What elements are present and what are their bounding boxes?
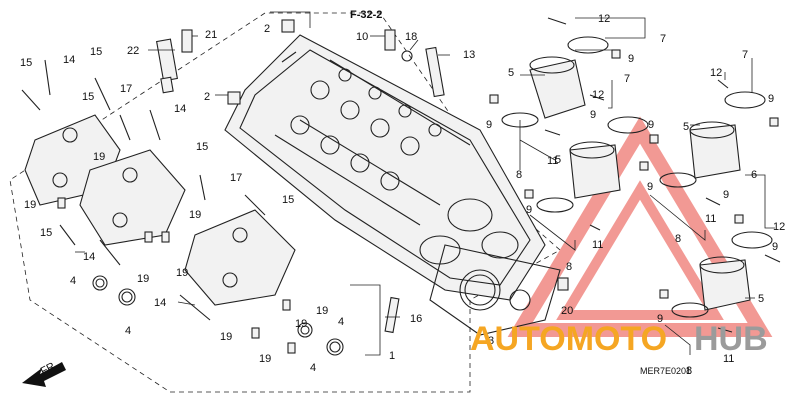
callout-19-d: 19 xyxy=(137,273,149,285)
callout-17-a: 17 xyxy=(120,83,132,95)
callout-8-a: 8 xyxy=(516,169,522,181)
callout-5-top: 5 xyxy=(508,67,514,79)
callout-11-b: 11 xyxy=(705,213,716,225)
callout-14-d: 14 xyxy=(154,297,166,309)
spark-plug-cap xyxy=(181,29,193,53)
intake-insulator-4 xyxy=(699,256,751,311)
callout-14-c: 14 xyxy=(83,251,95,263)
callout-8-b: 8 xyxy=(675,233,681,245)
callout-9-c: 9 xyxy=(647,181,653,193)
hose-bands xyxy=(501,36,773,318)
spark-plug xyxy=(155,38,179,94)
callout-12-mid: 12 xyxy=(592,89,604,101)
callout-2-b: 2 xyxy=(204,91,210,103)
camshaft-holder-center xyxy=(184,209,296,306)
callout-11-a: 11 xyxy=(547,155,558,167)
callout-15-f: 15 xyxy=(40,227,52,239)
callout-12-right: 12 xyxy=(710,67,722,79)
callout-21: 21 xyxy=(205,29,217,41)
callout-19-c: 19 xyxy=(189,209,201,221)
callout-4-b: 4 xyxy=(125,325,131,337)
callout-4-d: 4 xyxy=(310,362,316,374)
callout-15-d: 15 xyxy=(196,141,208,153)
callout-11-d: 11 xyxy=(723,353,734,365)
callout-19-b: 19 xyxy=(24,199,36,211)
callout-9-d: 9 xyxy=(723,189,729,201)
callout-15-a: 15 xyxy=(20,57,32,69)
dowel-pin-upper xyxy=(281,19,295,33)
callout-7-top: 7 xyxy=(660,33,666,45)
o-rings xyxy=(92,275,344,356)
callout-5-mid: 5 xyxy=(555,154,561,166)
callout-9-g: 9 xyxy=(657,313,663,325)
holder-bolts xyxy=(21,59,266,321)
callout-17-b: 17 xyxy=(230,172,242,184)
callout-10: 10 xyxy=(356,31,368,43)
front-label: FR. xyxy=(39,359,60,378)
callout-19-h: 19 xyxy=(259,353,271,365)
watermark-text-part2: HUB xyxy=(694,320,768,358)
callout-12-low: 12 xyxy=(773,221,785,233)
callout-5-right: 5 xyxy=(683,121,689,133)
intake-insulator-3 xyxy=(689,121,741,179)
callout-3: 3 xyxy=(488,335,494,347)
intake-insulator-1 xyxy=(529,56,586,119)
callout-13: 13 xyxy=(463,49,475,61)
callout-9-mid: 9 xyxy=(590,109,596,121)
callout-9-e: 9 xyxy=(526,204,532,216)
callout-12-top: 12 xyxy=(598,13,610,25)
camshaft-journal-row xyxy=(290,68,442,191)
callout-1: 1 xyxy=(389,350,395,362)
callout-20: 20 xyxy=(561,305,573,317)
callout-4-a: 4 xyxy=(70,275,76,287)
nuts xyxy=(489,49,779,299)
callout-19-f: 19 xyxy=(316,305,328,317)
callout-15-e: 15 xyxy=(282,194,294,206)
stud-bolt xyxy=(384,296,400,334)
callout-16: 16 xyxy=(410,313,422,325)
drawing-code: MER7E0201 xyxy=(640,366,691,376)
callout-5-low: 5 xyxy=(758,293,764,305)
callout-15-c: 15 xyxy=(82,91,94,103)
watermark-triangle-outer xyxy=(507,116,773,337)
callout-4-c: 4 xyxy=(338,316,344,328)
watermark-text-part1: AUTOMOTO xyxy=(470,320,667,358)
callout-15-b: 15 xyxy=(90,46,102,58)
callout-14-b: 14 xyxy=(174,103,186,115)
dowel-pin-lower xyxy=(227,91,241,105)
callout-7-mid: 7 xyxy=(624,73,630,85)
callout-9-right: 9 xyxy=(768,93,774,105)
callout-7-right: 7 xyxy=(742,49,748,61)
callout-6: 6 xyxy=(751,169,757,181)
reference-code: F-32-2 xyxy=(350,9,382,21)
callout-8-c: 8 xyxy=(566,261,572,273)
blind-plug xyxy=(557,277,569,291)
leader-lines xyxy=(75,11,775,356)
callout-9-a: 9 xyxy=(486,119,492,131)
cylinder-head-gasket xyxy=(429,244,561,336)
callout-19-i: 19 xyxy=(295,318,307,330)
callout-18: 18 xyxy=(405,31,417,43)
intake-insulator-2 xyxy=(569,141,621,199)
callout-19-e: 19 xyxy=(176,267,188,279)
watermark-logo-icon xyxy=(507,116,773,337)
oil-pressure-fitting xyxy=(384,29,445,98)
dowel-pins xyxy=(57,197,296,354)
callout-2-a: 2 xyxy=(264,23,270,35)
watermark-triangle-inner xyxy=(556,180,724,320)
callout-19-a: 19 xyxy=(93,151,105,163)
callout-11-c: 11 xyxy=(592,239,603,251)
callout-22: 22 xyxy=(127,45,139,57)
callout-19-g: 19 xyxy=(220,331,232,343)
callout-8-d: 8 xyxy=(686,365,692,377)
front-direction-arrow-icon xyxy=(22,362,66,387)
band-screws xyxy=(544,17,781,333)
callout-9-top: 9 xyxy=(628,53,634,65)
callout-9-f: 9 xyxy=(772,241,778,253)
callout-14-a: 14 xyxy=(63,54,75,66)
callout-9-b: 9 xyxy=(648,119,654,131)
